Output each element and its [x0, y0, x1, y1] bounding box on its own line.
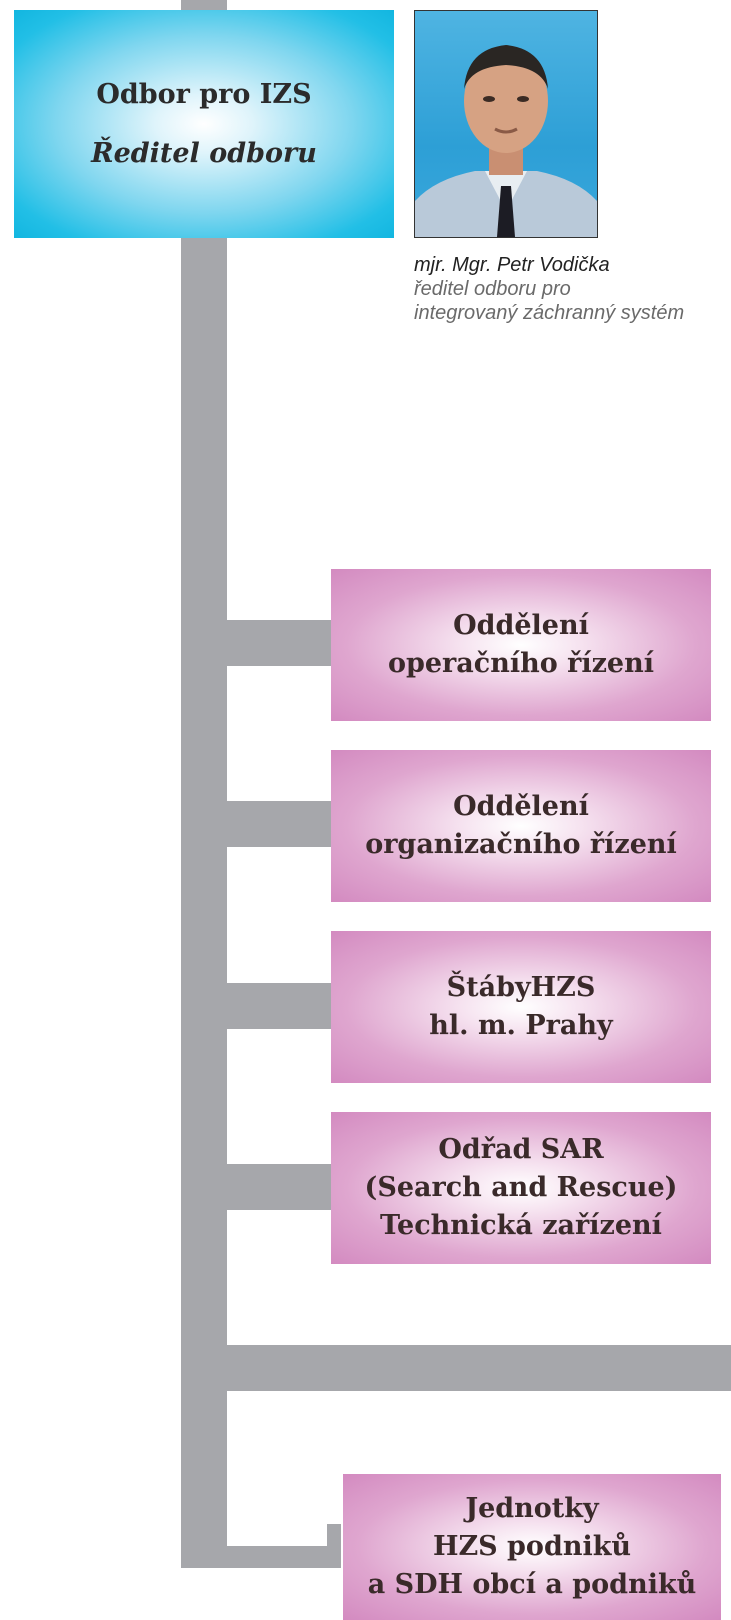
unit-box-organizational: Oddělení organizačního řízení: [331, 750, 711, 902]
connector-top-stub: [181, 0, 227, 12]
unit-label-organizational: Oddělení organizačního řízení: [365, 791, 677, 860]
connector-branch-1: [181, 620, 331, 666]
director-role-line-2: integrovaný záchranný systém: [414, 302, 685, 324]
connector-branch-3: [181, 983, 331, 1029]
unit-box-sar: Odřad SAR (Search and Rescue) Technická …: [331, 1112, 711, 1264]
director-photo: [414, 10, 598, 238]
connector-branch-2: [181, 801, 331, 847]
head-department-title: Odbor pro IZS: [96, 79, 312, 110]
unit-box-operational: Oddělení operačního řízení: [331, 569, 711, 721]
unit-label-operational: Oddělení operačního řízení: [387, 610, 655, 679]
head-department-box: Odbor pro IZS Ředitel odboru: [14, 10, 394, 238]
unit-label-units: Jednotky HZS podniků a SDH obcí a podnik…: [367, 1493, 697, 1600]
unit-label-staffs: ŠtábyHZS hl. m. Prahy: [429, 972, 613, 1041]
director-name: mjr. Mgr. Petr Vodička: [414, 254, 610, 276]
head-department-subtitle: Ředitel odboru: [91, 138, 317, 169]
director-role-line-1: ředitel odboru pro: [414, 278, 571, 300]
portrait-image: [415, 45, 597, 237]
unit-label-sar: Odřad SAR (Search and Rescue) Technická …: [364, 1134, 678, 1241]
connector-horizontal-long: [181, 1345, 731, 1391]
connector-inner-trunk: [227, 236, 327, 1546]
connector-branch-4: [181, 1164, 331, 1210]
director-caption: mjr. Mgr. Petr Vodička ředitel odboru pr…: [414, 253, 731, 325]
unit-box-staffs: ŠtábyHZS hl. m. Prahy: [331, 931, 711, 1083]
unit-box-units: Jednotky HZS podniků a SDH obcí a podnik…: [343, 1474, 721, 1620]
